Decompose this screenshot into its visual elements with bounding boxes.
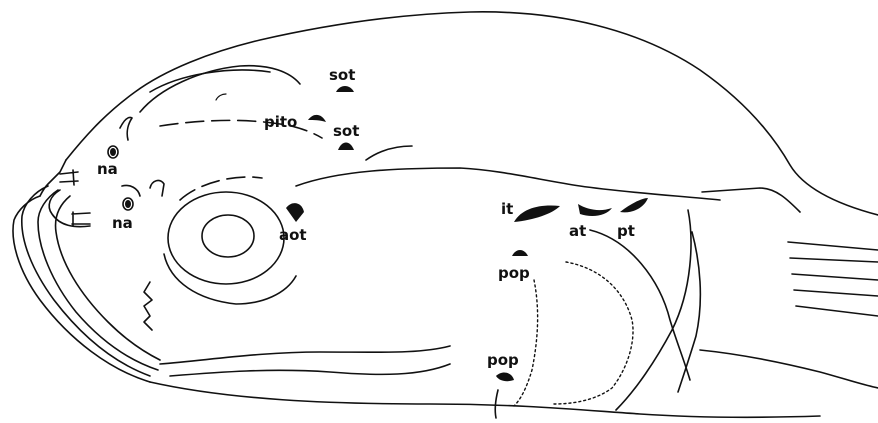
label-pito: pito [264, 113, 297, 131]
label-sot-lower: sot [333, 122, 359, 140]
fin-ray-4 [794, 290, 878, 296]
sot-lower-pore [338, 143, 354, 151]
snout-outline [40, 160, 66, 196]
label-at: at [569, 222, 586, 240]
opercle-ridge [590, 230, 690, 380]
maxilla-edge [170, 364, 450, 376]
lower-jaw-outline [150, 382, 820, 417]
preopercle-dotted-1 [514, 280, 538, 406]
aot-pore [286, 203, 304, 222]
fin-ray-2 [790, 258, 878, 262]
at-pore [578, 204, 612, 216]
nasal-bump-1 [120, 117, 132, 140]
label-pop-upper: pop [498, 264, 530, 282]
nasal-bump-2 [150, 181, 164, 196]
dorsal-outline [66, 12, 878, 215]
jaw-serration [144, 282, 152, 330]
head-line [296, 168, 720, 200]
na-lower-pore-fill [125, 200, 131, 208]
fin-ray-5 [796, 306, 878, 316]
brow-ridge [140, 66, 300, 112]
it-pore [514, 206, 560, 222]
label-it: it [501, 200, 513, 218]
label-na-upper: na [97, 160, 118, 178]
sot-upper-pore [336, 86, 354, 92]
eye-inner [202, 215, 254, 257]
label-aot: aot [279, 226, 307, 244]
anterior-nostril-tube [60, 170, 78, 185]
fin-ray-3 [792, 274, 878, 280]
pt-pore [620, 198, 648, 212]
label-na-lower: na [112, 214, 133, 232]
pectoral-base [700, 350, 878, 388]
pito-pore [308, 115, 326, 122]
gill-edge [495, 390, 498, 418]
brow-mark [216, 94, 226, 100]
pop-upper-pore [512, 250, 528, 256]
label-pt: pt [617, 222, 635, 240]
label-pop-lower: pop [487, 351, 519, 369]
eye-outer [168, 192, 284, 284]
opercle-edge [616, 210, 691, 410]
fin-ray-1 [788, 242, 878, 250]
na-upper-pore-fill [110, 148, 116, 156]
subopercle-line [678, 232, 700, 392]
nasal-flap [122, 185, 140, 196]
dorsal-dash [366, 146, 412, 160]
preopercle-dotted-2 [554, 262, 633, 404]
supraorbital-dash [160, 120, 322, 138]
label-sot-upper: sot [329, 66, 355, 84]
posterior-nostril-tube [72, 212, 90, 226]
pop-lower-pore [496, 373, 514, 382]
cheek-line [160, 346, 450, 364]
